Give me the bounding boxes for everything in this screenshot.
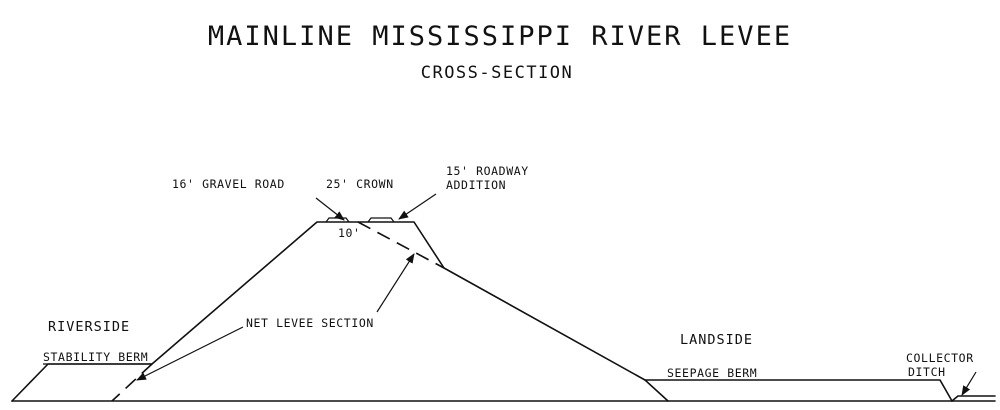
- roadway-addition-arrow: [398, 193, 437, 220]
- collector-ditch-arrow: [961, 371, 977, 396]
- seepage-berm-toe: [644, 379, 669, 402]
- roadway-addition-surface: [367, 217, 395, 223]
- gravel-road-label: 16' GRAVEL ROAD: [172, 177, 285, 191]
- landside-label: LANDSIDE: [680, 332, 753, 348]
- net-levee-dashed-landside: [357, 221, 445, 269]
- roadway-addition-label-line2: ADDITION: [446, 178, 506, 192]
- gravel-road-arrow: [315, 197, 345, 221]
- ten-foot-label: 10': [338, 226, 361, 240]
- net-levee-arrow-landside: [376, 253, 415, 313]
- stability-berm-label: STABILITY BERM: [43, 350, 148, 364]
- levee-outline: [11, 221, 953, 402]
- diagram-title: MAINLINE MISSISSIPPI RIVER LEVEE: [208, 21, 792, 52]
- net-levee-arrow-riverside: [136, 326, 244, 381]
- seepage-berm-label: SEEPAGE BERM: [667, 366, 757, 380]
- roadway-addition-label-line1: 15' ROADWAY: [446, 164, 529, 178]
- collector-ditch-label-line2: DITCH: [908, 365, 946, 379]
- collector-ditch-label-line1: COLLECTOR: [906, 351, 974, 365]
- crown-label: 25' CROWN: [326, 177, 394, 191]
- net-levee-dashed-riverside: [111, 363, 153, 402]
- collector-ditch-outline: [951, 395, 996, 402]
- riverside-label: RIVERSIDE: [48, 319, 130, 335]
- net-levee-section-label: NET LEVEE SECTION: [246, 316, 374, 330]
- diagram-subtitle: CROSS-SECTION: [421, 63, 574, 83]
